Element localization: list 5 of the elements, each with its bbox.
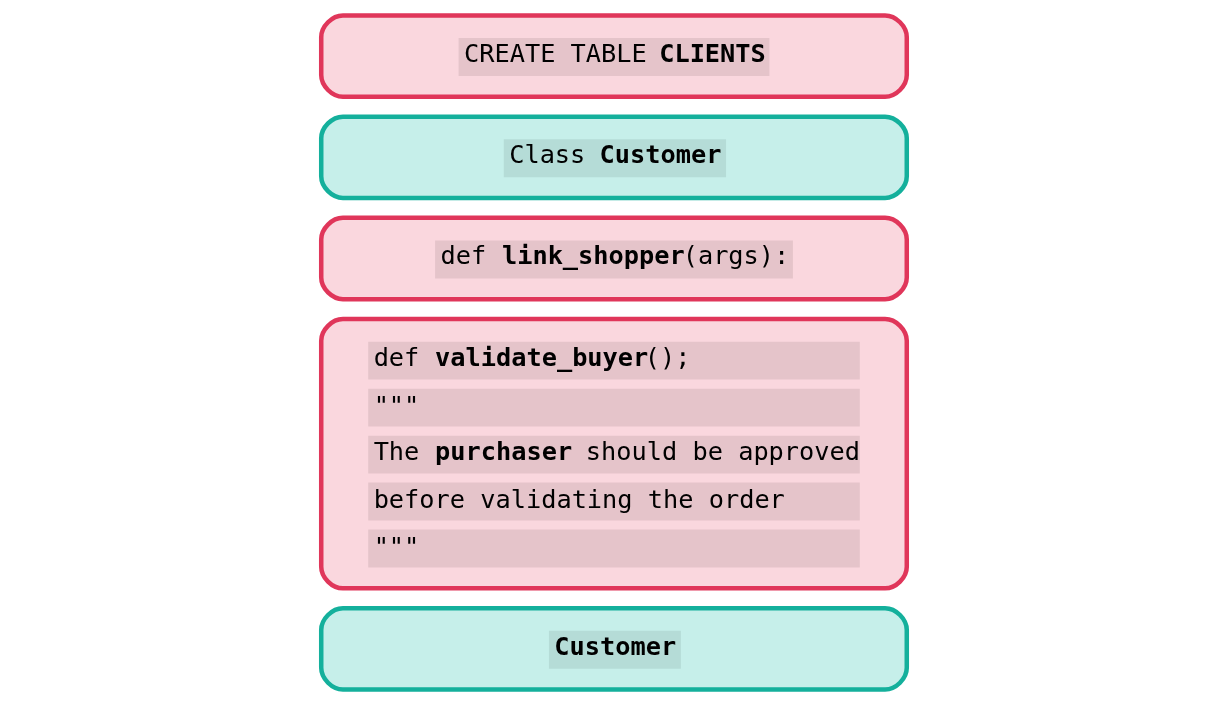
node-box: Customer	[318, 605, 910, 692]
node-box: def validate_buyer(); """ The purchaser should be approved before validating the order """	[318, 316, 910, 591]
node-box: Class Customer	[318, 114, 910, 201]
node-box: def link_shopper(args):	[318, 215, 910, 302]
node-box: CREATE TABLE CLIENTS	[318, 13, 910, 100]
